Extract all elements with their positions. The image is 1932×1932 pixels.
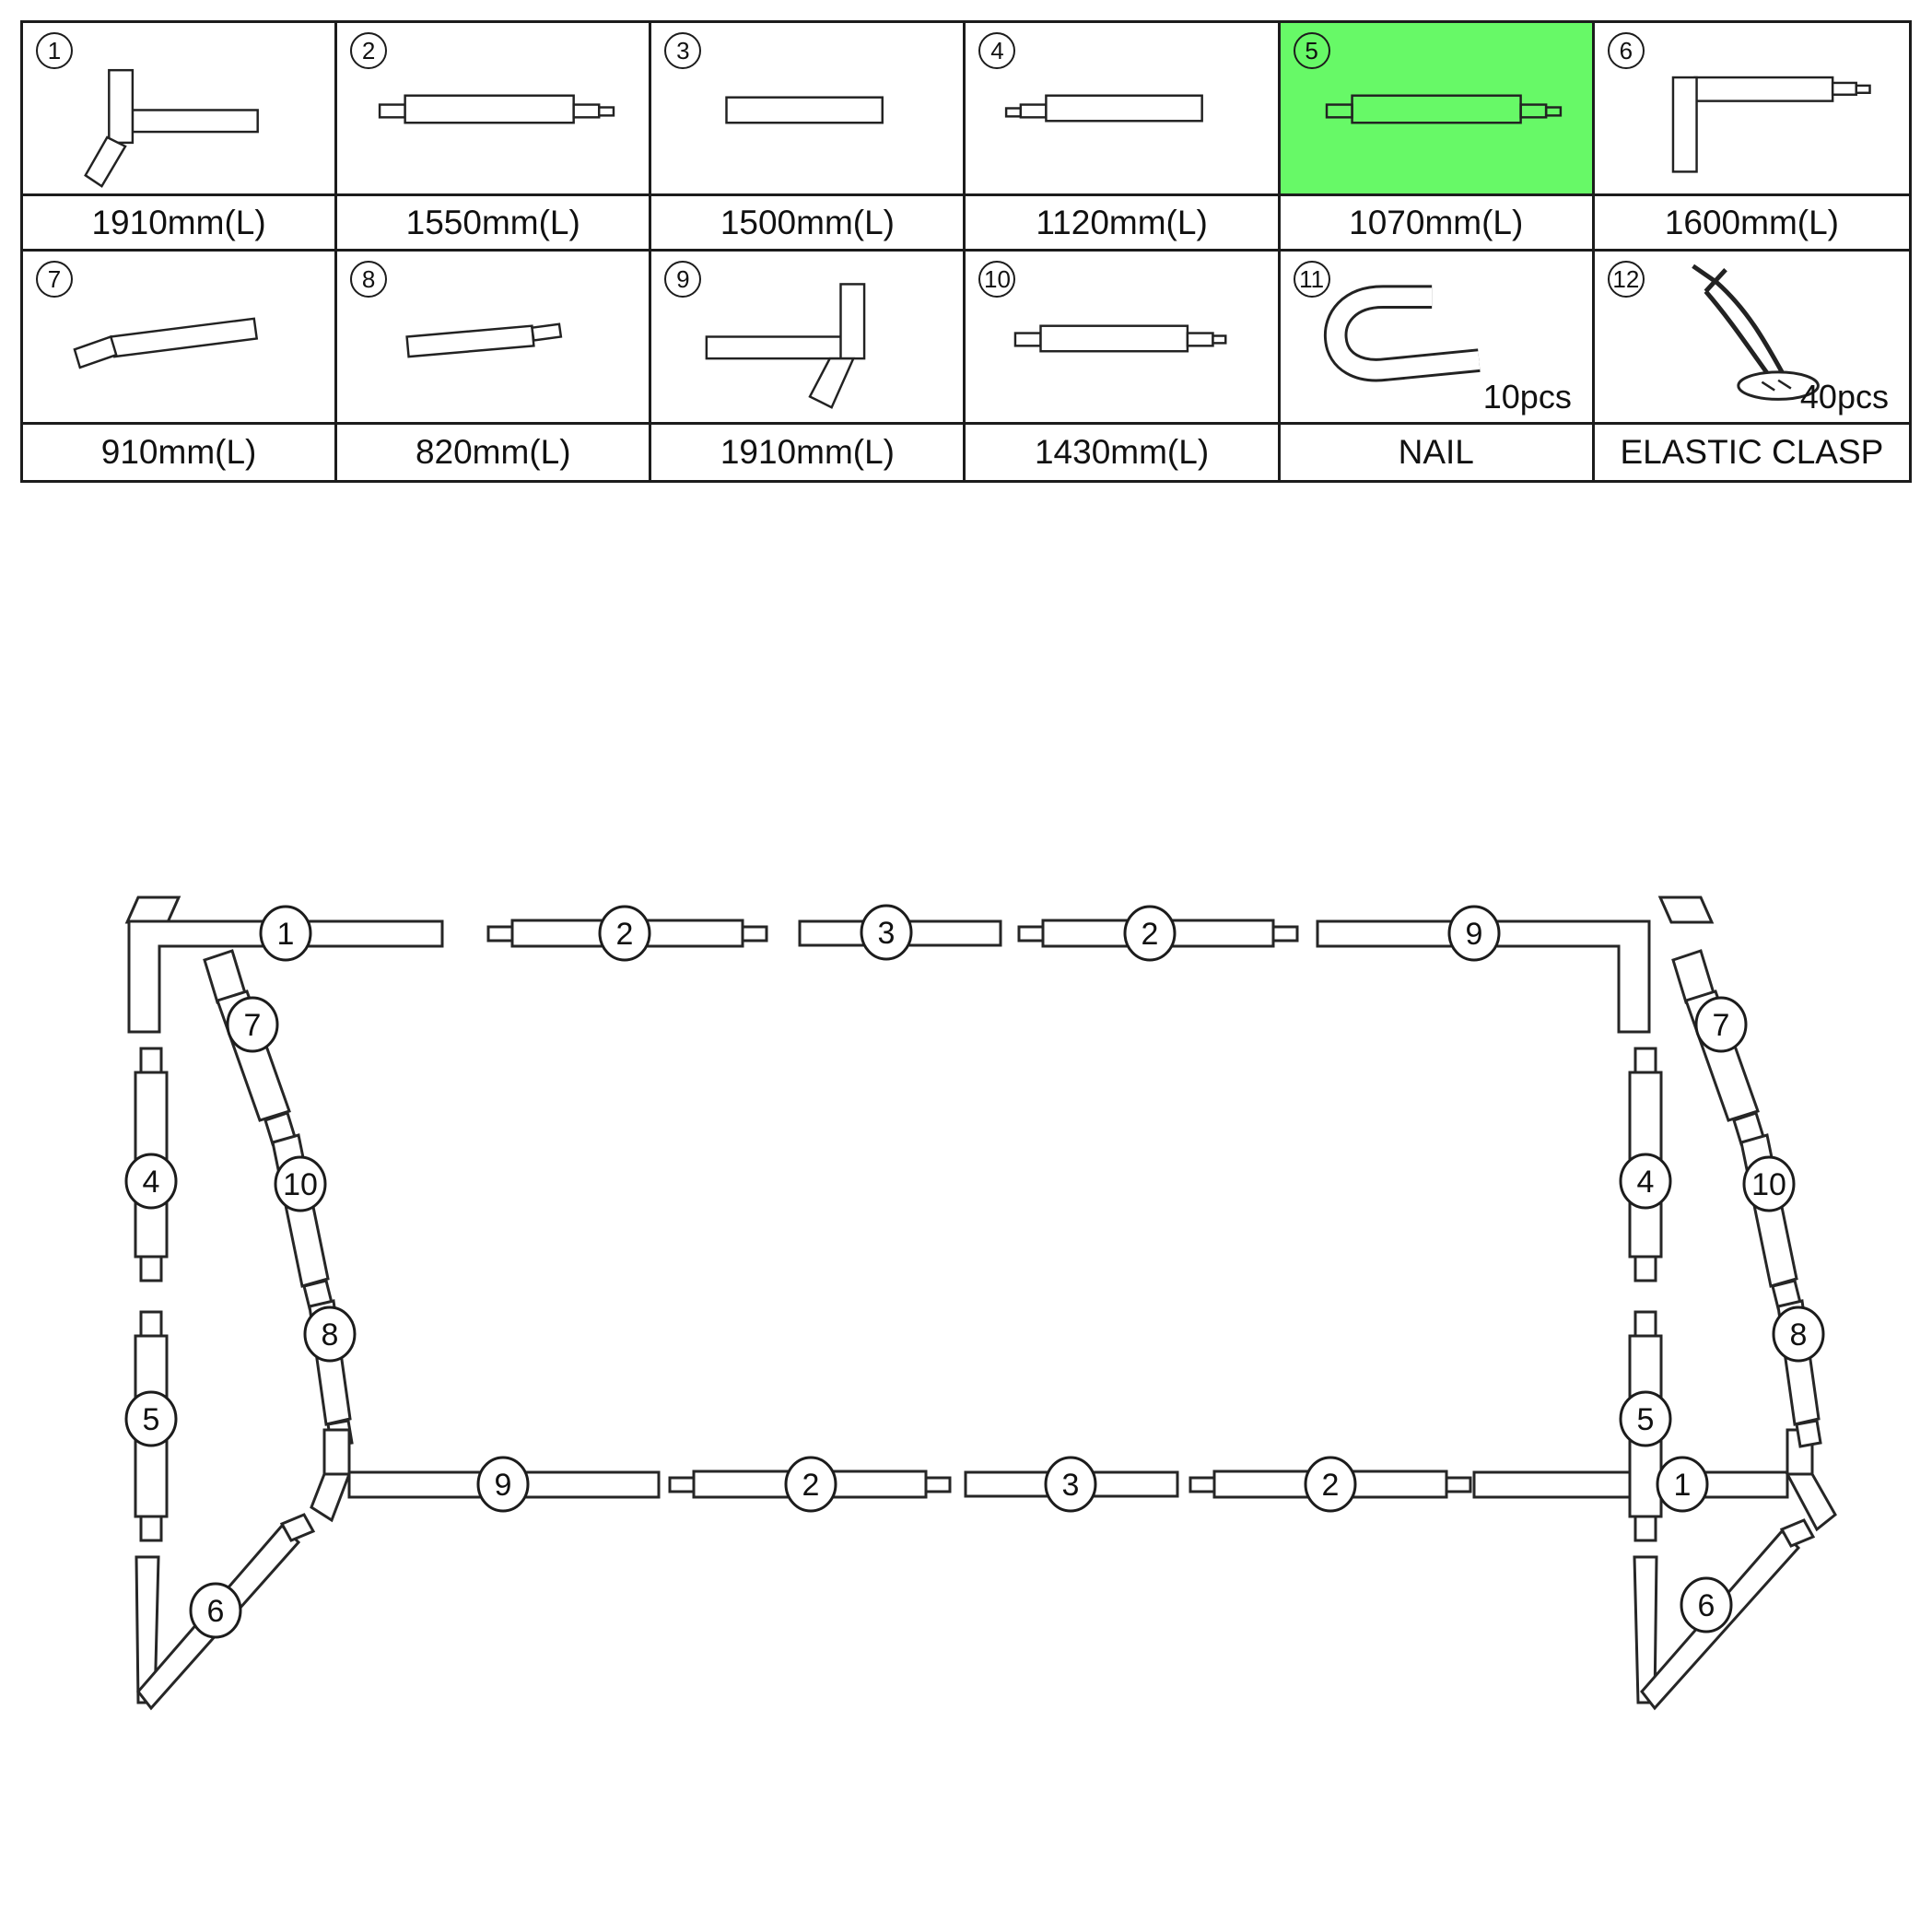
top-right-corner-cap bbox=[1657, 896, 1715, 924]
svg-text:8: 8 bbox=[322, 1317, 339, 1352]
part-10-drawing bbox=[1014, 324, 1227, 353]
part-7-drawing bbox=[73, 317, 259, 369]
part-number-badge: 10 bbox=[978, 261, 1016, 298]
part-number-badge: 12 bbox=[1607, 261, 1645, 298]
part-label-4: 1120mm(L) bbox=[966, 196, 1281, 252]
part-cell-1: 1 bbox=[23, 23, 338, 196]
part-cell-6: 6 bbox=[1594, 23, 1909, 196]
part-cell-11: 11 10pcs bbox=[1280, 252, 1595, 425]
part-cell-12: 12 40pcs bbox=[1594, 252, 1909, 425]
part-12-pcs: 40pcs bbox=[1799, 378, 1889, 416]
top-left-corner-cap bbox=[124, 896, 181, 924]
assembly-diagram: 1 2 3 2 9 7 10 8 4 5 9 2 3 2 1 6 6 7 10 … bbox=[124, 896, 1837, 1711]
callout-left-back-10: 10 bbox=[274, 1155, 327, 1212]
callout-top-rail-1: 1 bbox=[259, 905, 312, 962]
svg-text:5: 5 bbox=[1637, 1402, 1655, 1437]
part-label-8: 820mm(L) bbox=[337, 425, 652, 480]
callout-right-back-8: 8 bbox=[1772, 1306, 1825, 1363]
frame-tubes bbox=[124, 896, 1837, 1711]
svg-text:5: 5 bbox=[143, 1402, 160, 1437]
part-number-badge: 2 bbox=[350, 32, 388, 69]
part-8-drawing bbox=[405, 322, 563, 358]
part-number-badge: 7 bbox=[36, 261, 73, 298]
part-label-elastic-clasp: ELASTIC CLASP bbox=[1594, 425, 1909, 480]
part-4-drawing bbox=[1005, 94, 1204, 123]
svg-text:2: 2 bbox=[1142, 917, 1159, 952]
callout-bottom-rail-2a: 2 bbox=[784, 1456, 837, 1513]
svg-text:6: 6 bbox=[207, 1594, 225, 1629]
callout-top-rail-9: 9 bbox=[1447, 905, 1501, 962]
nail-hook-drawing bbox=[1323, 285, 1481, 382]
part-cell-8: 8 bbox=[337, 252, 652, 425]
part-5-drawing bbox=[1325, 94, 1562, 124]
svg-text:8: 8 bbox=[1790, 1317, 1808, 1352]
svg-text:9: 9 bbox=[495, 1468, 512, 1503]
part-cell-2: 2 bbox=[337, 23, 652, 196]
callout-left-post-5: 5 bbox=[124, 1390, 178, 1447]
svg-text:3: 3 bbox=[1062, 1468, 1080, 1503]
part-cell-7: 7 bbox=[23, 252, 338, 425]
svg-text:7: 7 bbox=[244, 1008, 262, 1043]
svg-text:10: 10 bbox=[1751, 1167, 1786, 1202]
part-label-5: 1070mm(L) bbox=[1280, 196, 1595, 252]
part-cell-5-highlighted: 5 bbox=[1280, 23, 1595, 196]
svg-text:2: 2 bbox=[802, 1468, 820, 1503]
callout-left-back-8: 8 bbox=[303, 1306, 357, 1363]
part-label-9: 1910mm(L) bbox=[651, 425, 966, 480]
part-2-drawing bbox=[379, 94, 615, 124]
callout-top-rail-3: 3 bbox=[860, 904, 913, 961]
svg-text:7: 7 bbox=[1713, 1008, 1730, 1043]
svg-text:4: 4 bbox=[1637, 1165, 1655, 1200]
callout-right-post-5: 5 bbox=[1619, 1390, 1672, 1447]
callout-left-back-7: 7 bbox=[226, 996, 279, 1053]
part-cell-4: 4 bbox=[966, 23, 1281, 196]
part-1-drawing bbox=[84, 68, 259, 188]
callout-bottom-rail-1: 1 bbox=[1656, 1456, 1709, 1513]
part-label-nail: NAIL bbox=[1280, 425, 1595, 480]
callout-right-post-4: 4 bbox=[1619, 1153, 1672, 1210]
part-number-badge: 4 bbox=[978, 32, 1016, 69]
svg-text:2: 2 bbox=[616, 917, 634, 952]
callout-top-rail-2b: 2 bbox=[1123, 905, 1177, 962]
part-number-badge: 3 bbox=[664, 32, 702, 69]
svg-text:1: 1 bbox=[1674, 1468, 1692, 1503]
elastic-clasp-drawing bbox=[1692, 263, 1820, 401]
parts-table: 1 2 3 4 bbox=[20, 20, 1912, 483]
callout-left-post-4: 4 bbox=[124, 1153, 178, 1210]
part-label-10: 1430mm(L) bbox=[966, 425, 1281, 480]
part-label-7: 910mm(L) bbox=[23, 425, 338, 480]
part-label-1: 1910mm(L) bbox=[23, 196, 338, 252]
part-label-2: 1550mm(L) bbox=[337, 196, 652, 252]
callout-right-brace-6: 6 bbox=[1680, 1576, 1733, 1633]
callout-bottom-rail-2b: 2 bbox=[1304, 1456, 1357, 1513]
callout-right-back-7: 7 bbox=[1694, 996, 1748, 1053]
svg-text:2: 2 bbox=[1322, 1468, 1340, 1503]
part-label-6: 1600mm(L) bbox=[1594, 196, 1909, 252]
part-number-badge: 8 bbox=[350, 261, 388, 298]
part-number-badge: 9 bbox=[664, 261, 702, 298]
svg-text:6: 6 bbox=[1698, 1588, 1715, 1623]
svg-text:9: 9 bbox=[1466, 917, 1483, 952]
part-cell-9: 9 bbox=[651, 252, 966, 425]
callout-left-brace-6: 6 bbox=[189, 1582, 242, 1639]
part-6-drawing bbox=[1671, 76, 1871, 173]
part-number-badge: 11 bbox=[1293, 261, 1330, 298]
part-9-drawing bbox=[705, 283, 866, 409]
part-cell-3: 3 bbox=[651, 23, 966, 196]
part-3-drawing bbox=[725, 96, 884, 124]
part-cell-10: 10 bbox=[966, 252, 1281, 425]
callout-top-rail-2a: 2 bbox=[598, 905, 651, 962]
part-number-badge: 6 bbox=[1607, 32, 1645, 69]
callout-right-back-10: 10 bbox=[1742, 1155, 1796, 1212]
svg-text:1: 1 bbox=[277, 917, 295, 952]
svg-text:3: 3 bbox=[878, 916, 896, 951]
svg-text:4: 4 bbox=[143, 1165, 160, 1200]
part-11-pcs: 10pcs bbox=[1482, 378, 1572, 416]
callout-bottom-rail-3: 3 bbox=[1044, 1456, 1097, 1513]
part-number-badge: 5 bbox=[1293, 32, 1330, 69]
svg-text:10: 10 bbox=[283, 1167, 318, 1202]
callout-bottom-rail-9: 9 bbox=[476, 1456, 530, 1513]
part-number-badge: 1 bbox=[36, 32, 73, 69]
part-label-3: 1500mm(L) bbox=[651, 196, 966, 252]
